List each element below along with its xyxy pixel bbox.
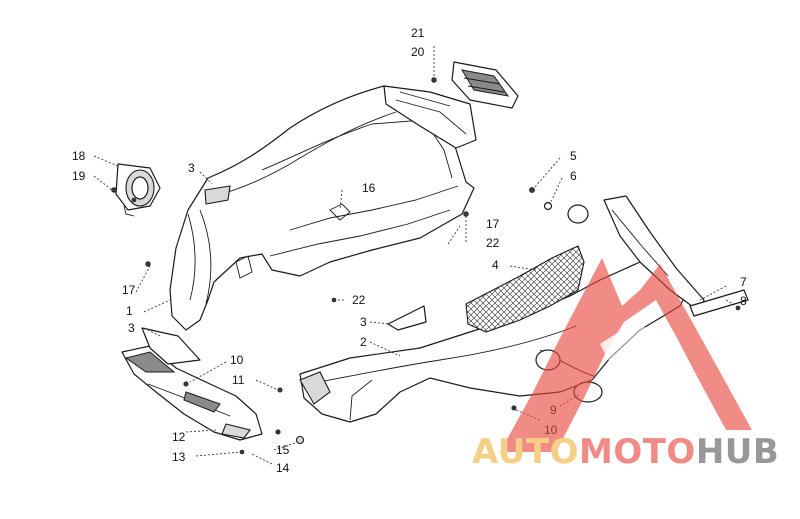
callout-22-lower: 22 (352, 293, 366, 307)
callout-5: 5 (570, 149, 577, 163)
watermark-triangle-mark (500, 258, 752, 452)
hardware (111, 77, 741, 455)
callout-7: 7 (740, 275, 747, 289)
callout-3-upper: 3 (188, 161, 195, 175)
rear-vent-grille (383, 61, 519, 149)
callout-22-upper: 22 (486, 236, 500, 250)
headlight-pod (115, 163, 161, 217)
callout-12: 12 (172, 430, 186, 444)
callout-17-right: 17 (486, 217, 500, 231)
callout-2: 2 (360, 335, 367, 349)
callout-19: 19 (72, 169, 86, 183)
callout-8: 8 (740, 294, 747, 308)
callout-15: 15 (276, 443, 290, 457)
callout-6: 6 (570, 169, 577, 183)
watermark-auto: AUTO (472, 432, 579, 472)
watermark-logo: AUTOMOTOHUB (472, 258, 779, 472)
callout-3-center: 3 (360, 315, 367, 329)
callout-4: 4 (492, 258, 499, 272)
watermark-moto: MOTO (579, 432, 696, 472)
callout-10-left: 10 (230, 353, 244, 367)
watermark-text-auto: AUTOMOTOHUB (472, 432, 779, 472)
callout-18: 18 (72, 149, 86, 163)
callout-20: 20 (411, 45, 425, 59)
callout-21: 21 (411, 26, 425, 40)
callout-1: 1 (126, 304, 133, 318)
callout-17-left: 17 (122, 283, 136, 297)
right-side-panel (603, 195, 749, 317)
callout-13: 13 (172, 450, 186, 464)
watermark-hub: HUB (696, 432, 779, 472)
footrest-grid (465, 245, 585, 333)
front-bumper (121, 345, 263, 441)
upper-shell-panel (169, 85, 475, 331)
callout-14: 14 (276, 461, 290, 475)
callout-3-left: 3 (128, 321, 135, 335)
watermark-triangle-inner (600, 318, 690, 420)
callout-11: 11 (232, 373, 245, 387)
callout-16: 16 (362, 181, 376, 195)
